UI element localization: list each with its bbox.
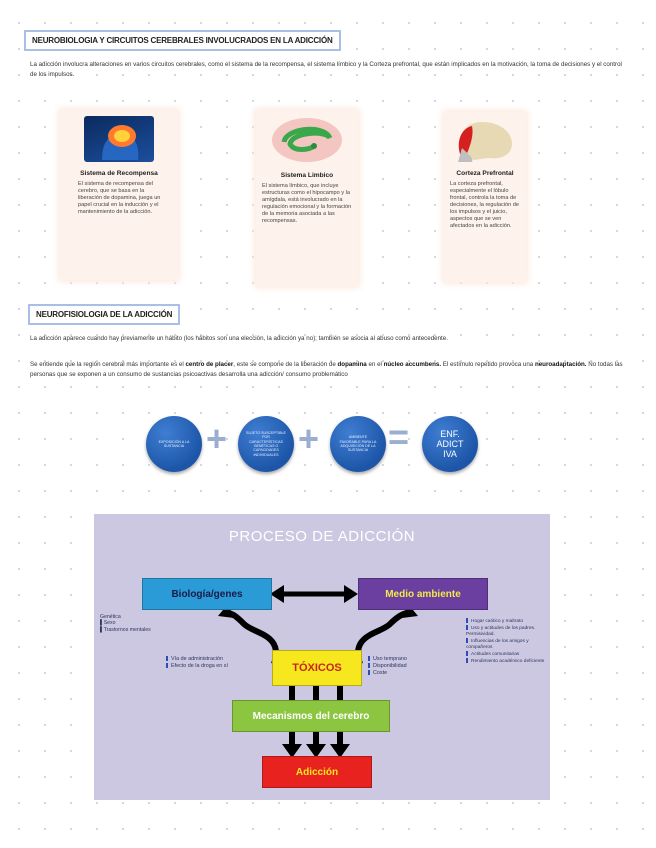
medio-item: Uso y actitudes de los padres. Permisivi…	[466, 625, 546, 638]
medio-item: Actitudes comunitarias	[466, 651, 546, 658]
card-title: Sistema de Recompensa	[80, 170, 158, 177]
para2-bold-2: dopamina	[337, 361, 367, 368]
diagram-title: PROCESO DE ADICCIÓN	[228, 528, 416, 545]
plus-sign: +	[298, 418, 320, 459]
card-text: El sistema de recompensa del cerebro, qu…	[78, 181, 161, 215]
uso-list: Uso temprano Disponibilidad Coste	[368, 656, 407, 677]
card-sistema-limbico: Sistema Limbico El sistema límbico, que …	[256, 110, 358, 286]
circle-sujeto-susceptible: SUJETO SUSCEPTIBLE POR CARACTERÍSTICAS G…	[238, 416, 294, 472]
plus-sign: +	[206, 418, 228, 459]
proceso-adiccion-diagram: PROCESO DE ADICCIÓN Biología/genes Medio…	[94, 514, 550, 800]
genetica-item: ▌Sexo	[100, 620, 116, 627]
para2-text-3: en el	[366, 361, 384, 368]
medio-item: Rendimiento académico deficiente	[466, 658, 546, 665]
section-heading-neurofisiologia: NEUROFISIOLOGIA DE LA ADICCIÓN	[28, 304, 181, 325]
para2-bold-1: centro de placer	[185, 361, 234, 368]
genetica-item: ▌Trastornos mentales	[100, 626, 151, 633]
box-toxicos: TÓXICOS	[272, 650, 362, 686]
card-title: Sistema Limbico	[280, 172, 334, 179]
brain-head-image	[84, 116, 154, 162]
uso-item: Uso temprano	[368, 656, 407, 663]
para2-text-4: El estímulo repetido provoca una	[441, 361, 535, 368]
uso-item: Disponibilidad	[368, 663, 407, 670]
limbic-brain-image	[270, 116, 344, 164]
medio-item: Influencias de los amigos y compañeros	[466, 638, 546, 651]
via-item: Efecto de la droga en sí	[166, 663, 228, 670]
para2-text-2: , este se compone de la liberación de	[233, 361, 338, 368]
uso-item: Coste	[368, 670, 407, 677]
paragraph-habito: La adicción aparece cuando hay previamen…	[30, 335, 448, 342]
via-item: Vía de administración	[166, 656, 228, 663]
para2-bold-3: núcleo accumbens.	[383, 361, 442, 368]
circle-ambiente: AMBIENTE FAVORABLE PARA LA ADQUISICIÓN D…	[330, 416, 386, 472]
card-corteza-prefrontal: Corteza Prefrontal La corteza prefrontal…	[444, 112, 526, 282]
medio-list: Hogar caótico y maltrato Uso y actitudes…	[466, 618, 546, 665]
card-title: Corteza Prefrontal	[456, 170, 514, 177]
para2-bold-4: neuroadaptación.	[534, 361, 587, 368]
paragraph-centro-placer: Se entiende que la región cerebral más i…	[30, 360, 626, 380]
medio-item: Hogar caótico y maltrato	[466, 618, 546, 625]
circle-exposicion: EXPOSICIÓN A LA SUSTANCIA	[146, 416, 202, 472]
section-heading-neurobiologia: NEUROBIOLOGIA Y CIRCUITOS CEREBRALES INV…	[24, 30, 341, 51]
card-text: La corteza prefrontal, especialmente el …	[450, 181, 520, 229]
para2-text-5: No todas las personas que se exponen a u…	[30, 361, 623, 378]
genetica-item: Genética	[100, 614, 121, 620]
box-mecanismos-cerebro: Mecanismos del cerebro	[232, 700, 390, 732]
box-medio-ambiente: Medio ambiente	[358, 578, 488, 610]
para2-text-1: Se entiende que la región cerebral más i…	[30, 361, 186, 368]
genetica-list: Genética ▌Sexo ▌Trastornos mentales	[100, 614, 151, 633]
equals-sign: =	[388, 416, 410, 457]
box-biologia-genes: Biología/genes	[142, 578, 272, 610]
box-adiccion: Adicción	[262, 756, 372, 788]
prefrontal-brain-image	[454, 118, 516, 162]
card-sistema-recompensa: Sistema de Recompensa El sistema de reco…	[60, 110, 178, 280]
card-text: El sistema límbico, que incluye estructu…	[262, 183, 352, 224]
circle-enfermedad-adictiva: ENF. ADICT IVA	[422, 416, 478, 472]
intro-paragraph: La adicción involucra alteraciones en va…	[30, 61, 622, 78]
via-list: Vía de administración Efecto de la droga…	[166, 656, 228, 670]
